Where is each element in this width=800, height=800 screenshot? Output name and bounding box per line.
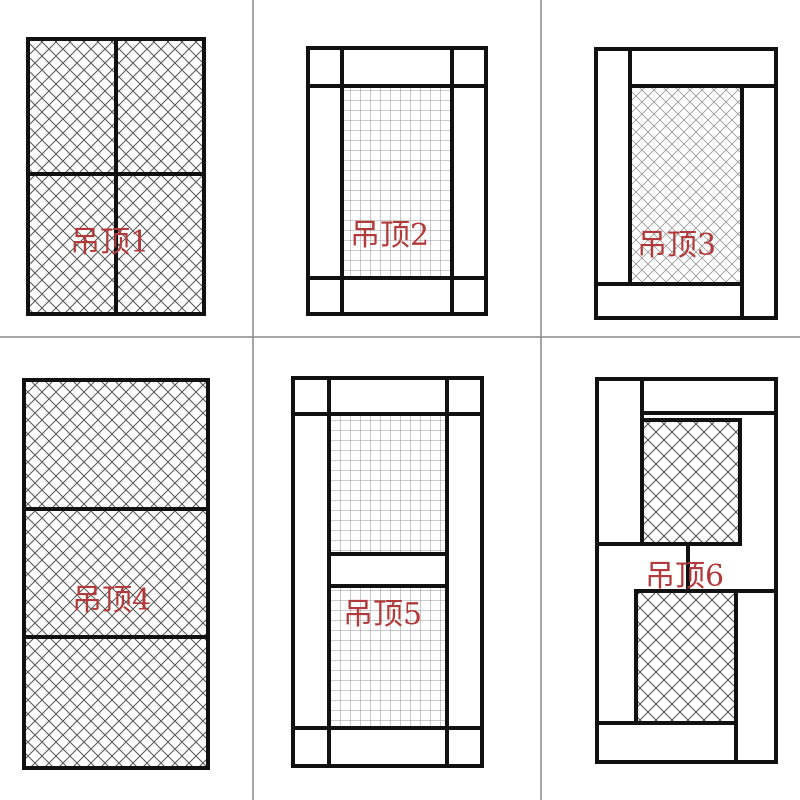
panel-5-label: 吊顶5: [343, 597, 422, 632]
ceiling-panel-2: 吊顶2: [306, 46, 488, 316]
ceiling-panel-3: 吊顶3: [594, 47, 778, 320]
ceiling-panel-1: 吊顶1: [26, 37, 206, 316]
panel-3-label: 吊顶3: [637, 228, 716, 263]
ceiling-panel-5: 吊顶5: [291, 376, 484, 768]
panel-6-label: 吊顶6: [645, 559, 724, 594]
panel-1-label: 吊顶1: [70, 225, 149, 260]
panel-2-label: 吊顶2: [350, 218, 429, 253]
ceiling-panel-4: 吊顶4: [22, 378, 210, 770]
panel-4-label: 吊顶4: [72, 583, 151, 618]
ceiling-panel-6: 吊顶6: [595, 377, 778, 764]
